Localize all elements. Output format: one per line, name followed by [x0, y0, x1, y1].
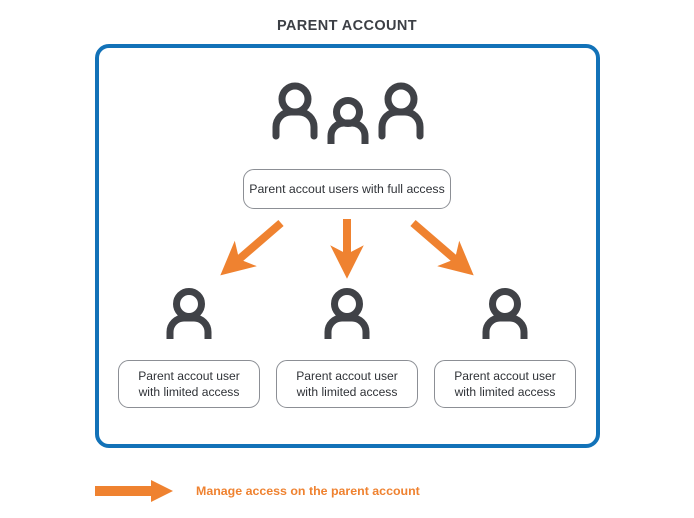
limited-access-box-1: Parent accout user with limited access: [118, 360, 260, 408]
person-icon-center: [327, 97, 369, 144]
limited-access-line1: Parent accout user: [454, 368, 556, 383]
person-icon-left: [272, 82, 318, 140]
limited-access-line1: Parent accout user: [296, 368, 398, 383]
full-access-label-text: Parent accout users with full access: [249, 181, 445, 196]
person-icon: [482, 288, 528, 339]
limited-user-icon-2: [319, 287, 375, 339]
person-icon-right: [378, 82, 424, 140]
arrow-right-icon: [95, 480, 175, 502]
limited-user-icon-3: [477, 287, 533, 339]
full-access-user-group: [268, 82, 428, 144]
limited-access-line2: with limited access: [296, 385, 398, 399]
full-access-label-box: Parent accout users with full access: [243, 169, 451, 209]
limited-access-line1: Parent accout user: [138, 368, 240, 383]
legend: Manage access on the parent account: [95, 478, 515, 504]
limited-access-box-3: Parent accout user with limited access: [434, 360, 576, 408]
legend-label: Manage access on the parent account: [196, 484, 420, 498]
limited-user-icon-1: [161, 287, 217, 339]
person-icon: [324, 288, 370, 339]
limited-access-line2: with limited access: [454, 385, 556, 399]
limited-access-line2: with limited access: [138, 385, 240, 399]
person-icon: [166, 288, 212, 339]
limited-access-box-2: Parent accout user with limited access: [276, 360, 418, 408]
page-title: PARENT ACCOUNT: [276, 18, 418, 34]
